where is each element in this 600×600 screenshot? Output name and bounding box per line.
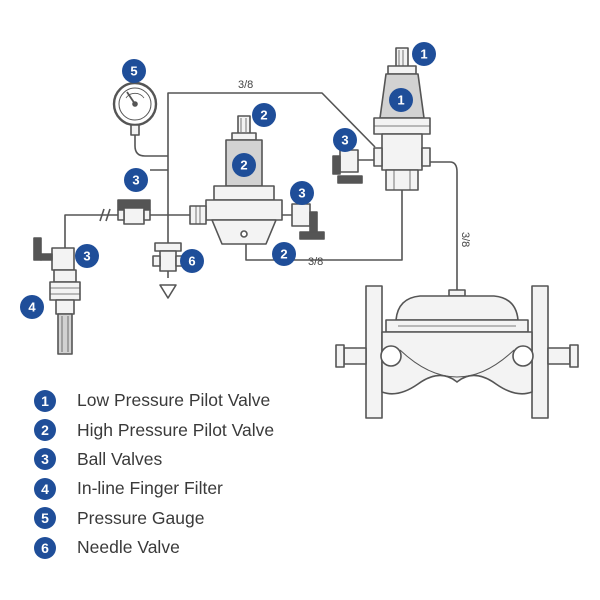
legend-item: 5 Pressure Gauge [34,504,354,533]
badge-low-pressure-pilot-top: 1 [412,42,436,66]
badge-ball-valve-lower-left: 3 [75,244,99,268]
ball-valve-left [117,199,151,225]
svg-text:3: 3 [132,173,139,188]
legend-label: Pressure Gauge [77,507,205,528]
legend-label: Needle Valve [77,537,180,558]
ball-valve-center [291,203,325,240]
pipe-size-label-vertical: 3/8 [459,232,471,247]
pipe-size-label-bottom: 3/8 [308,256,323,268]
legend-item: 3 Ball Valves [34,445,354,474]
main-control-valve [335,285,579,419]
needle-valve [152,242,184,272]
legend-number: 4 [34,477,56,500]
legend-label: In-line Finger Filter [77,478,223,499]
badge-needle-valve: 6 [180,249,204,273]
legend-label: High Pressure Pilot Valve [77,419,275,440]
legend-number: 6 [34,536,56,559]
badge-high-pressure-pilot-bottom: 2 [272,242,296,266]
legend-number: 3 [34,448,56,471]
inline-finger-filter [49,269,81,355]
legend-item: 4 In-line Finger Filter [34,474,354,503]
badge-low-pressure-pilot-body: 1 [389,88,413,112]
svg-text:4: 4 [28,300,36,315]
badge-high-pressure-pilot-top: 2 [252,103,276,127]
svg-text:5: 5 [130,64,137,79]
legend-label: Ball Valves [77,448,163,469]
legend-label: Low Pressure Pilot Valve [77,390,271,411]
svg-text:1: 1 [420,47,427,62]
badge-ball-valve-center: 3 [290,181,314,205]
legend-number: 2 [34,419,56,442]
legend-number: 5 [34,507,56,530]
svg-text:3: 3 [83,249,90,264]
legend-item: 1 Low Pressure Pilot Valve [34,386,354,415]
low-pressure-pilot-valve [373,47,431,191]
svg-text:2: 2 [260,108,267,123]
svg-text:2: 2 [240,158,247,173]
svg-text:2: 2 [280,247,287,262]
ball-valve-right [332,149,363,184]
pressure-gauge [112,81,168,157]
badge-ball-valve-right: 3 [333,128,357,152]
pipe-size-label-top: 3/8 [238,79,253,91]
badge-high-pressure-pilot-body: 2 [232,153,256,177]
badge-ball-valve-left: 3 [124,168,148,192]
badge-pressure-gauge: 5 [122,59,146,83]
legend-item: 2 High Pressure Pilot Valve [34,415,354,444]
high-pressure-pilot-valve [189,115,283,245]
svg-text:3: 3 [341,133,348,148]
svg-text:3: 3 [298,186,305,201]
callout-badges: 1 1 5 2 2 2 3 [20,42,436,319]
badge-finger-filter: 4 [20,295,44,319]
legend-number: 1 [34,389,56,412]
svg-text:1: 1 [397,93,404,108]
component-legend: 1 Low Pressure Pilot Valve 2 High Pressu… [34,386,354,562]
ball-valve-lower-left [33,237,75,271]
svg-text:6: 6 [188,254,195,269]
legend-item: 6 Needle Valve [34,533,354,562]
